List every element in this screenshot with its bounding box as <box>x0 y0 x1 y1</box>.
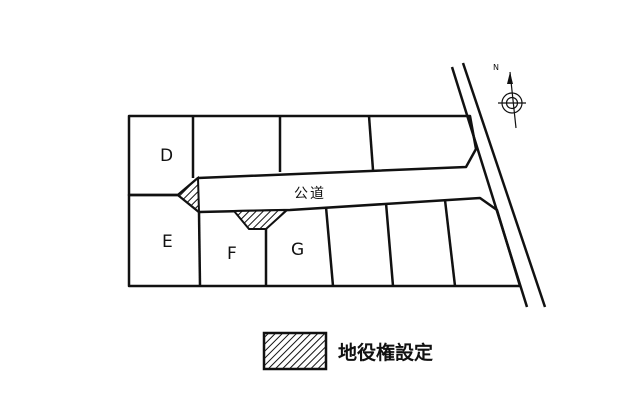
plot-divider <box>443 199 457 287</box>
easement-area-d-e <box>176 175 201 215</box>
bottom-plots <box>127 193 522 288</box>
road-label: 公道 <box>294 186 326 202</box>
legend-hatch-swatch <box>262 331 328 371</box>
plot-label-g: G <box>291 240 304 260</box>
plot-label-d: D <box>160 146 173 166</box>
easement-area-f-g <box>231 208 290 230</box>
compass-icon <box>498 71 526 129</box>
plot-divider <box>324 206 335 287</box>
legend-label: 地役権設定 <box>338 341 433 364</box>
compass-north-label: N <box>493 63 499 72</box>
plot-label-f: F <box>227 244 237 264</box>
plot-label-e: E <box>162 232 173 252</box>
plot-divider <box>384 202 395 287</box>
top-plots <box>127 114 478 197</box>
top-row-outline <box>127 114 478 197</box>
plot-divider <box>367 115 375 171</box>
easement-areas <box>176 175 290 230</box>
legend: 地役権設定 <box>262 331 433 371</box>
plot-divider <box>197 211 202 287</box>
main-road <box>450 62 547 308</box>
bottom-row-outline <box>127 193 522 288</box>
